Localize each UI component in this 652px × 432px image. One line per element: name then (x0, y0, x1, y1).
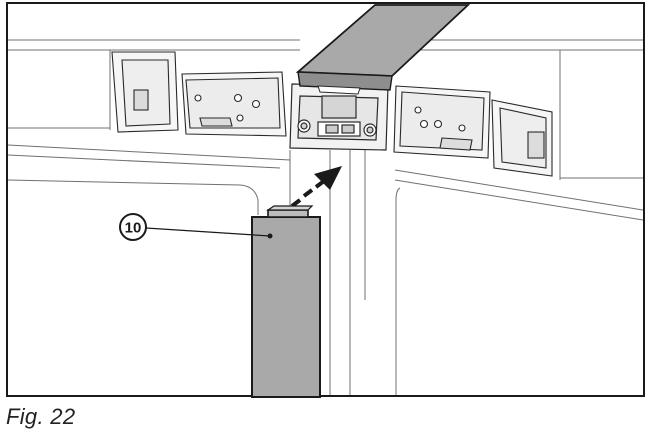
installation-drawing: 10 (6, 2, 645, 398)
top-cover-panel (295, 4, 471, 95)
vertical-cover-panel (251, 205, 321, 398)
upper-cabinet-lines (7, 39, 644, 395)
right-hinge-bracket (393, 85, 553, 177)
callout-anchor-dot (267, 233, 273, 239)
callout-leader-line (145, 227, 271, 237)
callout-circle (119, 213, 147, 241)
callout-label: 10 (125, 220, 142, 237)
center-clip-bracket (289, 83, 389, 151)
figure-illustration: 10 (6, 2, 645, 398)
figure-caption: Fig. 22 (6, 404, 76, 429)
dashed-insert-arrow-icon (290, 166, 342, 208)
left-hinge-bracket (111, 51, 287, 137)
callout-10: 10 (119, 213, 273, 241)
